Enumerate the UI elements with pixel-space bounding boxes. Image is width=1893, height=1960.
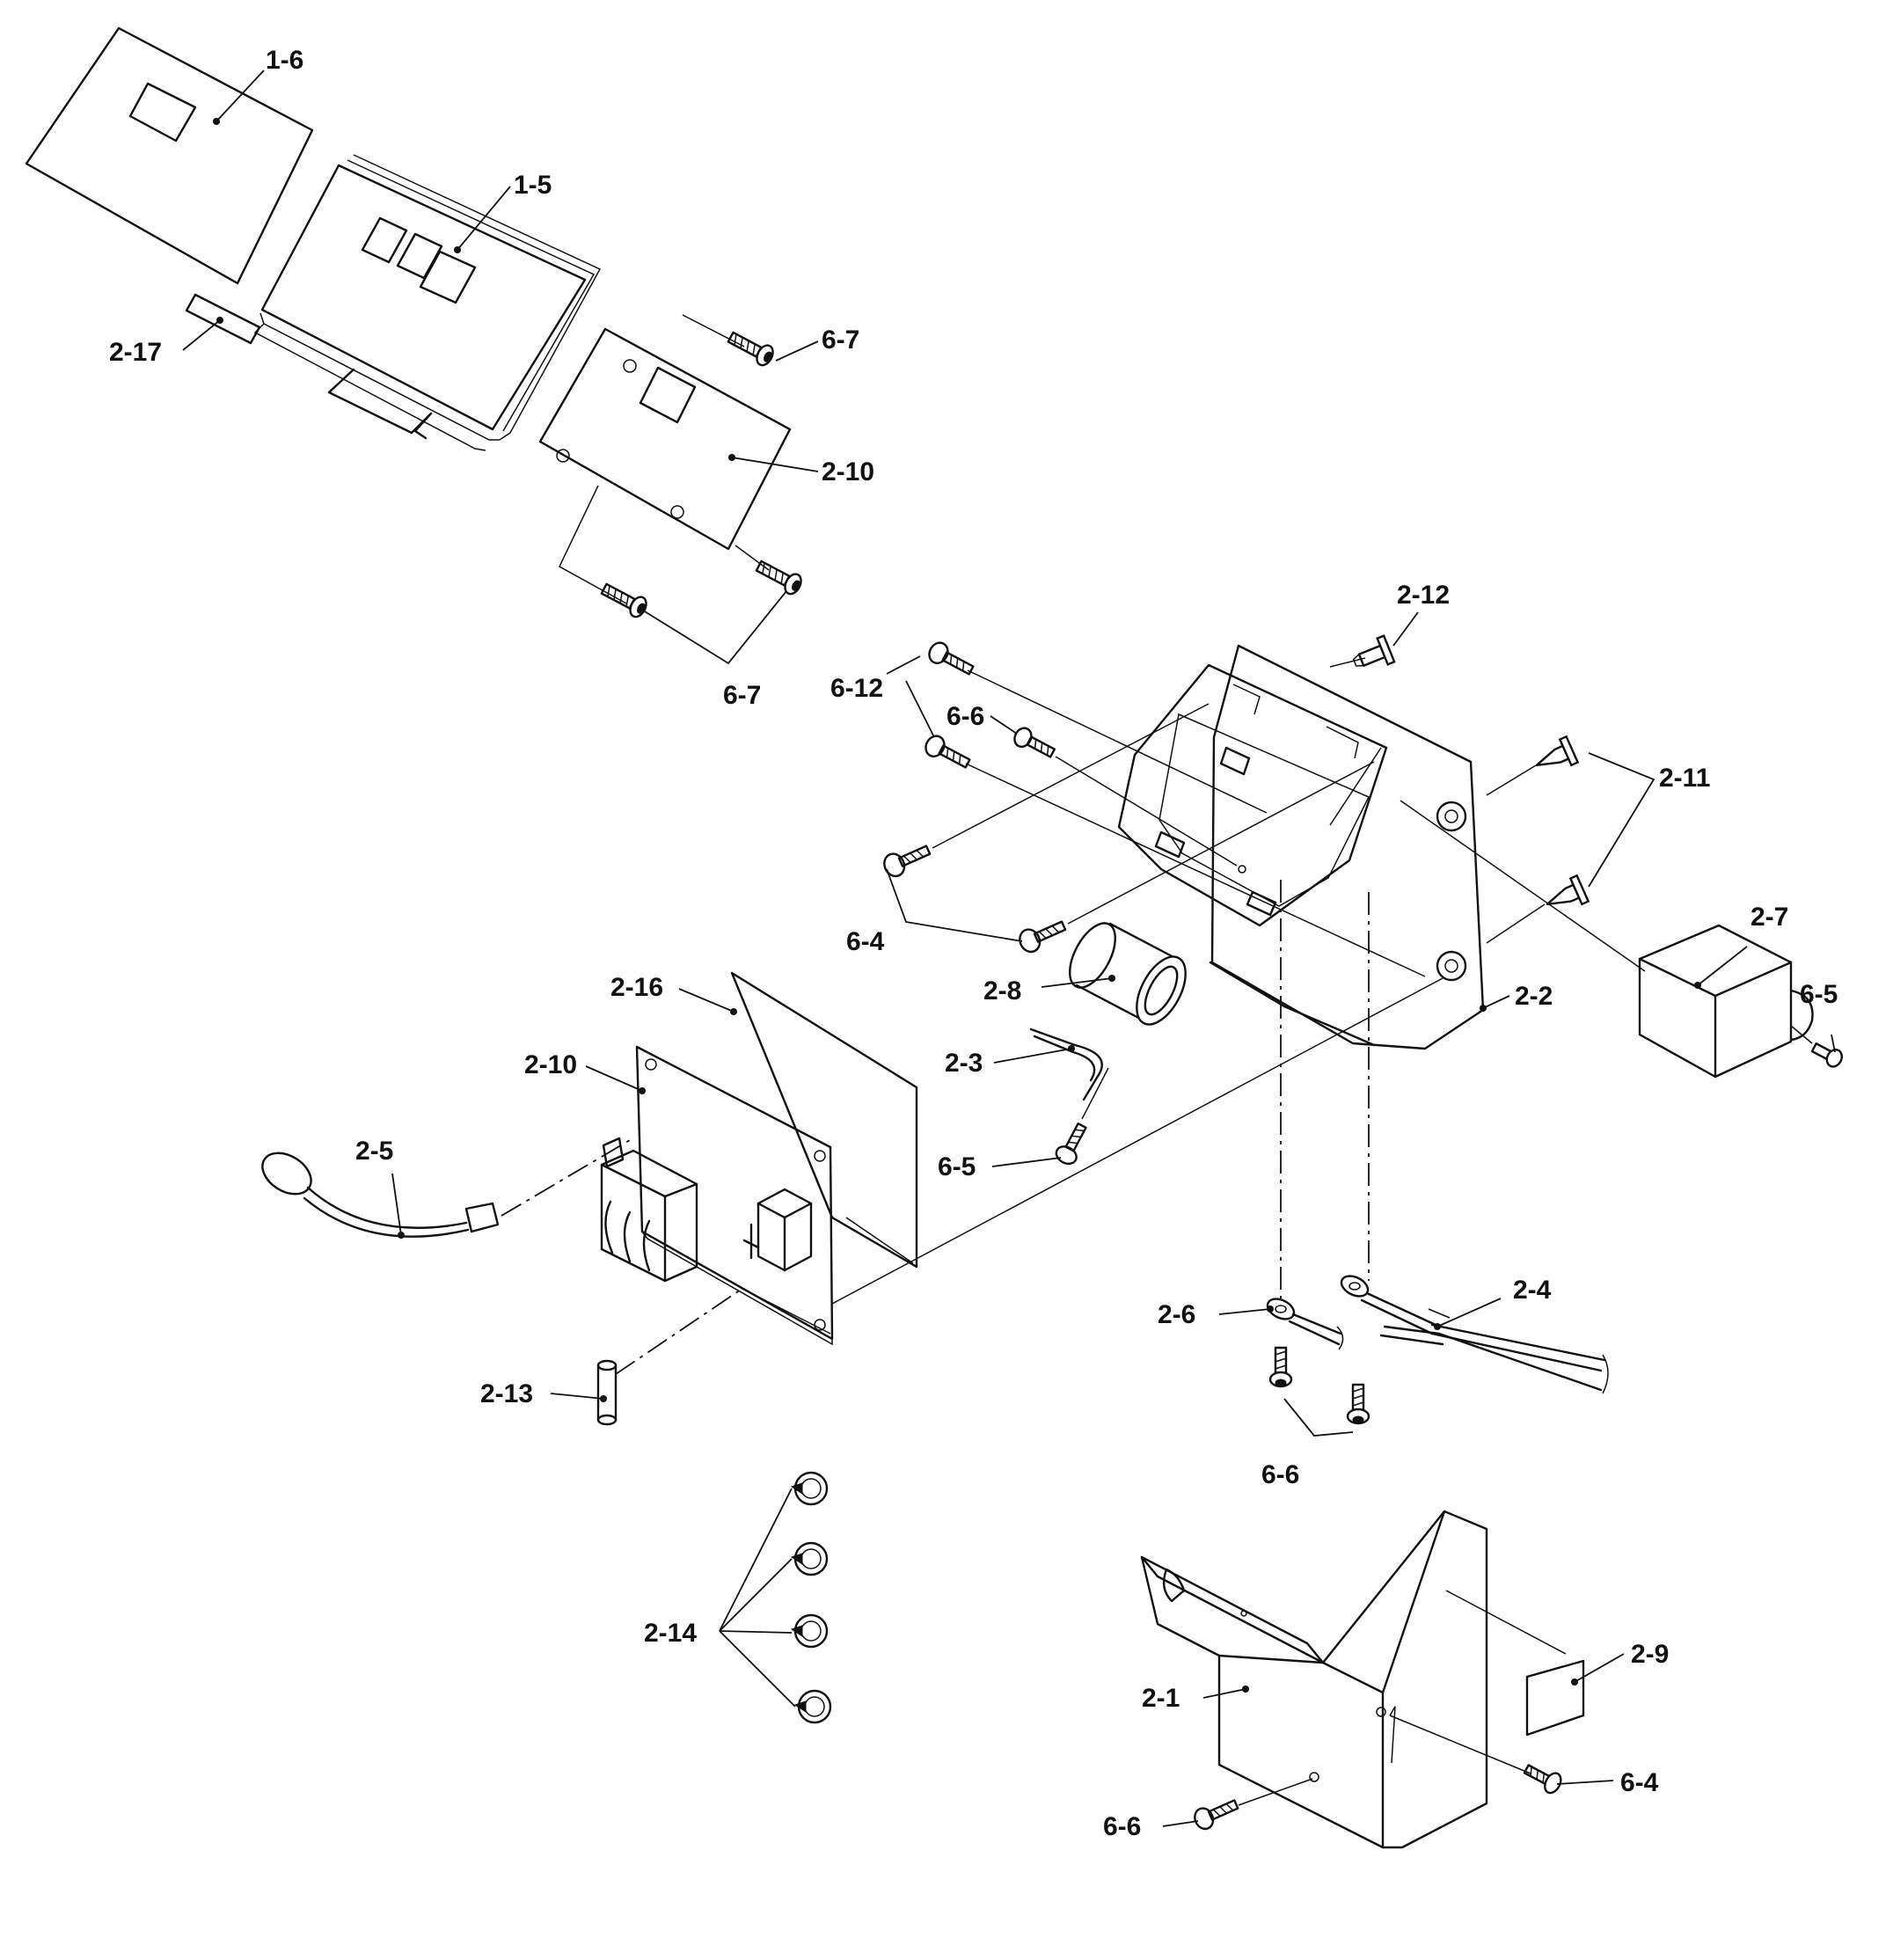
label-2-10: 2-10: [524, 1050, 577, 1079]
part-1-5-control-panel: [253, 154, 602, 451]
label-6-7-bottom: 6-7: [723, 681, 761, 710]
label-6-5-right: 6-5: [1800, 980, 1838, 1009]
label-2-13: 2-13: [480, 1379, 533, 1408]
label-2-14: 2-14: [644, 1619, 697, 1648]
part-2-9-label-plate: [1445, 1590, 1625, 1737]
part-6-6-screw-top: [990, 715, 1238, 867]
part-2-2-chassis-bracket: [1117, 644, 1510, 1050]
label-1-5: 1-5: [514, 171, 552, 200]
part-6-4-screw-bottom: [1389, 1715, 1614, 1795]
label-6-5: 6-5: [938, 1152, 976, 1181]
label-2-6: 2-6: [1158, 1300, 1195, 1329]
label-2-2: 2-2: [1515, 982, 1553, 1011]
label-2-5: 2-5: [355, 1137, 393, 1166]
label-2-12: 2-12: [1397, 581, 1450, 610]
part-2-13-fuse: [550, 1289, 742, 1426]
part-labels: 1-6 1-5 2-17 6-7 2-10 6-7 2-12 6-12 6-6 …: [109, 46, 1838, 1841]
label-2-4: 2-4: [1513, 1276, 1552, 1305]
label-2-1: 2-1: [1142, 1684, 1180, 1713]
part-2-17-label-strip: [182, 293, 261, 351]
part-6-5-screw: [991, 1067, 1109, 1167]
part-6-6-screws-mid: [1268, 1346, 1370, 1437]
part-6-7-screws-top: [600, 331, 819, 665]
label-6-6-top: 6-6: [946, 702, 984, 731]
label-2-11: 2-11: [1659, 764, 1710, 793]
label-6-4-top: 6-4: [846, 927, 885, 956]
part-2-14-cable-clamps: [719, 1471, 832, 1724]
part-6-6-screw-bottom: [1162, 1778, 1313, 1831]
label-2-7: 2-7: [1750, 903, 1788, 932]
label-2-9: 2-9: [1631, 1640, 1669, 1669]
label-6-4-bottom: 6-4: [1620, 1768, 1659, 1797]
part-1-6-cover-panel: [25, 26, 314, 285]
part-2-1-lower-bracket: [1140, 1510, 1488, 1849]
part-2-5-lead-wire: [261, 1139, 631, 1239]
part-2-4-wire-harness: [1340, 892, 1609, 1394]
label-2-10-top: 2-10: [822, 457, 874, 486]
label-2-8: 2-8: [983, 976, 1021, 1006]
label-6-12: 6-12: [830, 674, 883, 703]
label-6-7-top: 6-7: [822, 325, 859, 355]
part-2-8-cylinder: [1041, 922, 1187, 1026]
label-2-3: 2-3: [945, 1049, 983, 1078]
part-2-16-insulator-sheet: [678, 971, 918, 1269]
part-2-12-plug: [1329, 611, 1419, 668]
label-6-6-mid: 6-6: [1261, 1460, 1299, 1489]
part-6-12-screws: [886, 641, 1426, 977]
part-6-4-screws-top: [883, 703, 1375, 954]
part-2-3-wire: [993, 1028, 1103, 1101]
label-6-6-bottom: 6-6: [1103, 1812, 1141, 1841]
part-2-7-capacitor-box: [1400, 800, 1843, 1079]
part-2-6-terminal: [1218, 880, 1344, 1350]
part-2-10-pcb: [585, 977, 1444, 1346]
label-2-17: 2-17: [109, 338, 162, 367]
label-2-16: 2-16: [610, 973, 663, 1002]
part-2-10-top-pcb: [538, 314, 819, 604]
part-2-11-plugs: [1486, 735, 1655, 944]
label-1-6: 1-6: [266, 46, 303, 75]
